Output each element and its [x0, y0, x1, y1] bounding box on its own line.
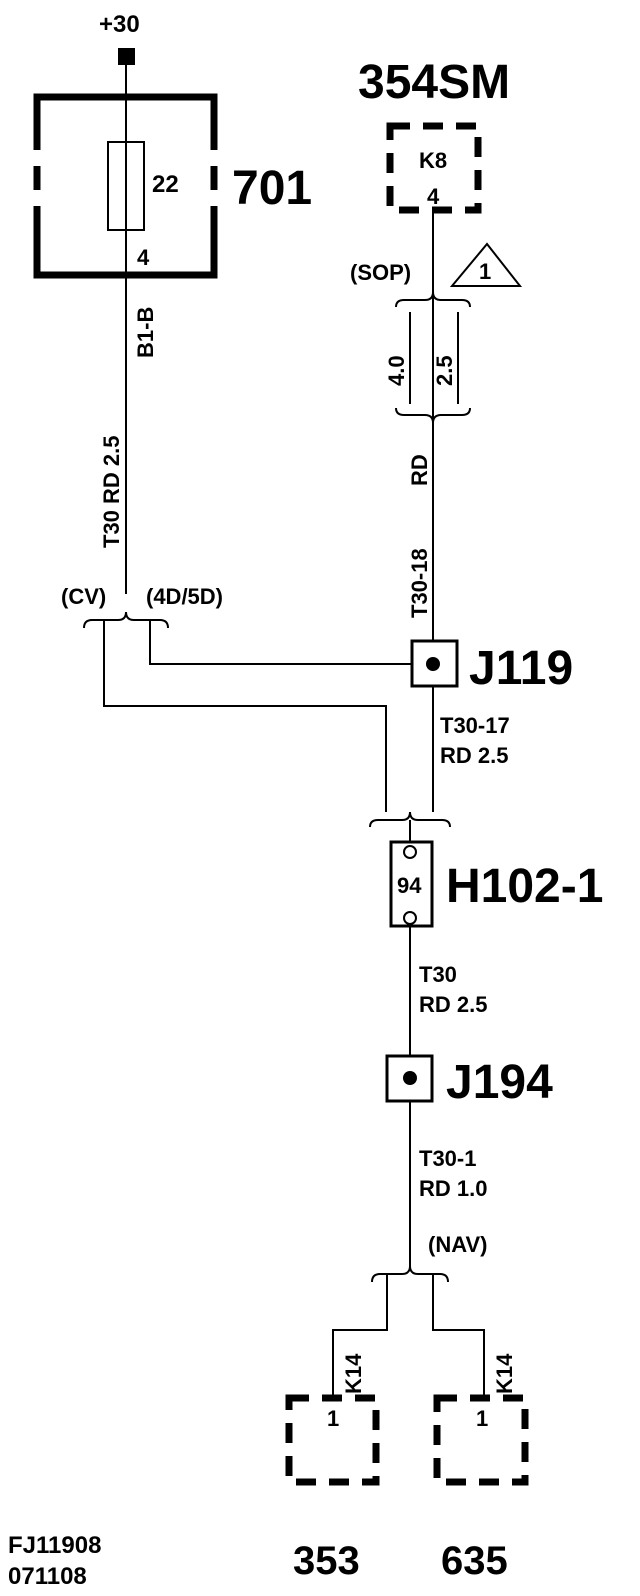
target-635-connector: K14	[492, 1353, 517, 1394]
wire-to-635	[432, 1274, 485, 1398]
target-635-frame	[433, 1394, 529, 1486]
variant-sop: (SOP)	[350, 260, 411, 285]
h102-pin-number: 94	[397, 873, 422, 898]
fuse-box-gap	[32, 190, 44, 206]
footer-code: FJ11908	[8, 1532, 101, 1559]
fuse-box-gap	[32, 150, 44, 166]
note-triangle-icon	[449, 242, 523, 287]
module-354sm-id: 354SM	[358, 56, 510, 109]
wire-4d5d-branch	[149, 620, 412, 665]
supply-terminal	[118, 48, 135, 65]
junction-j194-id: J194	[446, 1056, 553, 1109]
junction-j119-dot	[426, 657, 440, 671]
target-635-pin: 1	[476, 1406, 488, 1431]
wire-cv-branch	[103, 620, 387, 812]
module-354sm-pin: 4	[427, 184, 440, 209]
variant-4d5d: (4D/5D)	[146, 584, 223, 609]
wire-to-353	[332, 1274, 388, 1398]
fuse-connector-label: B1-B	[133, 307, 158, 358]
target-635-id: 635	[441, 1539, 508, 1583]
target-353-pin: 1	[327, 1406, 339, 1431]
junction-j119-box	[410, 639, 459, 688]
junction-j194-dot	[403, 1071, 417, 1085]
variant-nav: (NAV)	[428, 1232, 487, 1257]
footer-date: 071108	[8, 1563, 87, 1590]
h102-wire-line2: RD 2.5	[419, 992, 487, 1017]
junction-j119-id: J119	[469, 642, 573, 695]
branch-brace-top	[83, 611, 169, 629]
j194-wire-line1: T30-1	[419, 1146, 476, 1171]
h102-pin-top	[403, 845, 417, 859]
wire-color: RD	[407, 454, 432, 486]
module-354sm-connector: K8	[419, 148, 447, 173]
j194-wire-line2: RD 1.0	[419, 1176, 487, 1201]
variant-cv: (CV)	[61, 584, 106, 609]
target-353-connector: K14	[341, 1353, 366, 1394]
target-353-id: 353	[293, 1539, 360, 1583]
wire-mask	[405, 1268, 417, 1596]
fuse-box-gap	[208, 190, 220, 206]
fuse-box-gap	[208, 150, 220, 166]
fuse-pin: 4	[137, 245, 150, 270]
nav-brace	[371, 1265, 449, 1283]
h102-pin-bottom	[403, 911, 417, 925]
j119-wire-line1: T30-17	[440, 713, 510, 738]
wire-label-t30-18: T30-18	[407, 548, 432, 618]
wire-size-2: 2.5	[432, 355, 457, 386]
target-353-frame	[285, 1394, 380, 1486]
fuse-wire-label: T30 RD 2.5	[99, 436, 124, 549]
h102-wire-line1: T30	[419, 962, 457, 987]
merge-brace	[369, 811, 451, 828]
fuse-box-id: 701	[232, 162, 312, 215]
fuse-number: 22	[152, 171, 179, 198]
j119-wire-line2: RD 2.5	[440, 743, 508, 768]
wire-size-1: 4.0	[384, 355, 409, 386]
size-brace-bottom	[395, 407, 471, 424]
supply-label: +30	[99, 11, 140, 38]
connector-h102-id: H102-1	[446, 860, 603, 913]
note-number: 1	[479, 259, 491, 284]
size-brace-top	[395, 291, 471, 308]
